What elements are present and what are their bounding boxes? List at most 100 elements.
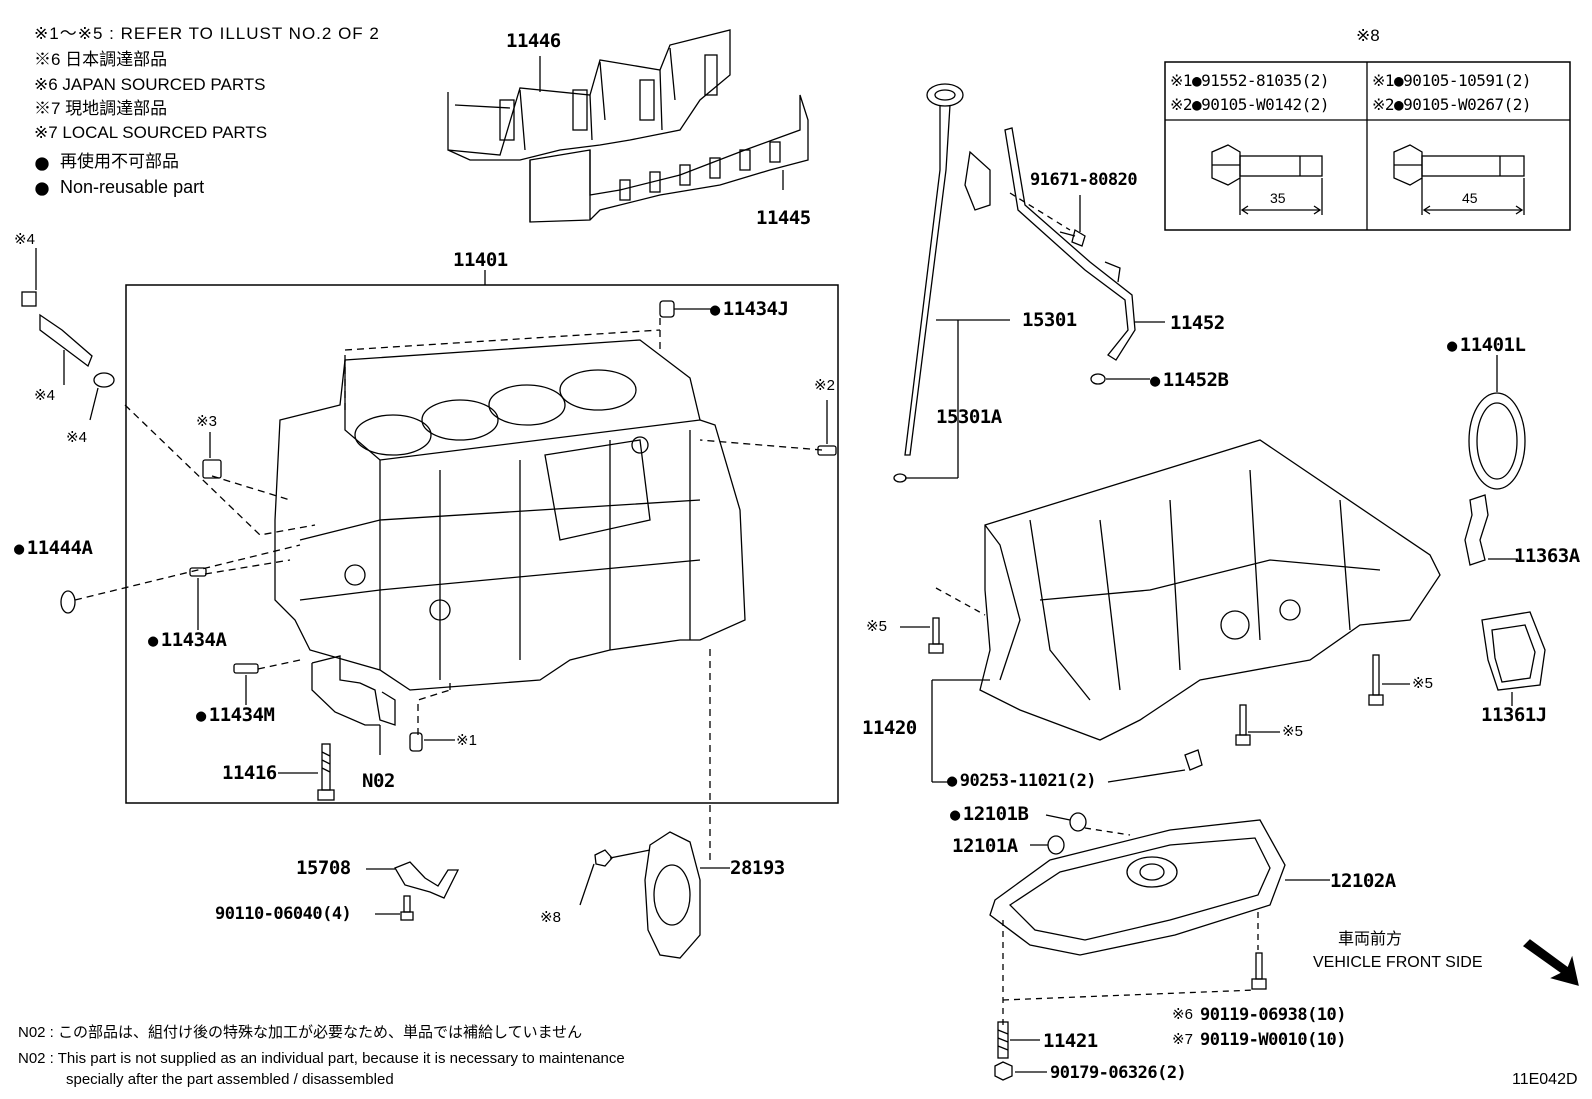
ref-1: ※1 bbox=[456, 732, 477, 749]
part-12101B[interactable]: 12101B bbox=[950, 803, 1029, 826]
legend-nonreuse-en: Non-reusable part bbox=[60, 177, 205, 197]
legend-nonreuse-jp: 再使用不可部品 bbox=[60, 152, 179, 171]
cylinder-block-frame bbox=[125, 284, 839, 804]
ref-7: ※7 bbox=[1172, 1031, 1193, 1048]
dipstick-guide-11452 bbox=[964, 127, 1136, 361]
part-11452B[interactable]: 11452B bbox=[1150, 369, 1229, 392]
part-28193[interactable]: 28193 bbox=[730, 857, 785, 879]
plate-28193 bbox=[644, 831, 701, 959]
legend-jp7: ※7 現地調達部品 bbox=[34, 99, 168, 118]
legend-jp6: ※6 日本調達部品 bbox=[34, 50, 168, 69]
part-11401[interactable]: 11401 bbox=[453, 249, 508, 271]
part-11363A[interactable]: 11363A bbox=[1514, 545, 1580, 567]
oil-jet-assembly bbox=[21, 291, 115, 388]
part-11452[interactable]: 11452 bbox=[1170, 312, 1225, 334]
part-11416[interactable]: 11416 bbox=[222, 762, 277, 784]
gasket-11361J bbox=[1481, 611, 1546, 691]
oil-pan-lower-12102A bbox=[989, 819, 1286, 956]
ref-2: ※2 bbox=[814, 377, 835, 394]
table-right-row1: ※1●90105-10591(2) bbox=[1372, 71, 1532, 90]
insulator-11445 bbox=[529, 94, 809, 223]
nut-90179 bbox=[994, 1061, 1013, 1081]
gasket-12101B bbox=[1069, 812, 1087, 832]
part-11444A[interactable]: 11444A bbox=[14, 537, 93, 560]
bolt-length-left: 35 bbox=[1270, 190, 1286, 206]
legend-en6: ※6 JAPAN SOURCED PARTS bbox=[34, 75, 266, 94]
part-15301[interactable]: 15301 bbox=[1022, 309, 1077, 331]
bolt-table bbox=[1164, 61, 1571, 231]
plug-n3 bbox=[202, 459, 222, 479]
ref-3: ※3 bbox=[196, 413, 217, 430]
dowel-n1 bbox=[409, 732, 423, 752]
part-15301A[interactable]: 15301A bbox=[936, 406, 1002, 428]
drain-plug-12101A bbox=[1047, 835, 1065, 855]
part-N02[interactable]: N02 bbox=[362, 770, 395, 792]
pin-n2 bbox=[817, 445, 837, 456]
oil-dipstick-15301 bbox=[904, 83, 964, 456]
part-12101A[interactable]: 12101A bbox=[952, 835, 1018, 857]
dowel-11434A bbox=[189, 567, 207, 577]
note-n02-jp: N02 : この部品は、組付け後の特殊な加工が必要なため、単品では補給していませ… bbox=[18, 1024, 583, 1041]
bolt-45-illustration bbox=[1393, 144, 1525, 215]
part-12102A[interactable]: 12102A bbox=[1330, 870, 1396, 892]
ref-6: ※6 bbox=[1172, 1006, 1193, 1023]
table-left-row1: ※1●91552-81035(2) bbox=[1170, 71, 1330, 90]
legend-ref-note: ※1〜※5 : REFER TO ILLUST NO.2 OF 2 bbox=[34, 24, 380, 43]
oil-seal-11401L bbox=[1468, 392, 1526, 490]
ref-4c: ※4 bbox=[66, 429, 87, 446]
part-90119-06938[interactable]: 90119-06938(10) bbox=[1200, 1005, 1347, 1025]
retainer-11363A bbox=[1464, 494, 1489, 566]
bolt-90119 bbox=[1251, 952, 1267, 990]
part-11434M[interactable]: 11434M bbox=[196, 704, 275, 727]
ref-5b: ※5 bbox=[1412, 675, 1433, 692]
o-ring-11444A bbox=[60, 590, 76, 614]
vehicle-front-arrow bbox=[1522, 939, 1579, 986]
nonreuse-dot-icon bbox=[35, 157, 49, 171]
ref-5c: ※5 bbox=[1282, 723, 1303, 740]
part-90253[interactable]: 90253-11021(2) bbox=[947, 770, 1097, 792]
bolt-length-right: 45 bbox=[1462, 190, 1478, 206]
dowel-11434J bbox=[659, 300, 675, 318]
oil-pan-upper-11420 bbox=[979, 439, 1441, 741]
part-90179[interactable]: 90179-06326(2) bbox=[1050, 1063, 1187, 1083]
part-11446[interactable]: 11446 bbox=[506, 30, 561, 52]
part-11361J[interactable]: 11361J bbox=[1481, 704, 1547, 726]
note-n02-en2: specially after the part assembled / dis… bbox=[66, 1071, 394, 1088]
bolt-n5-right bbox=[1368, 654, 1384, 706]
table-title: ※8 bbox=[1356, 26, 1380, 45]
part-90119-W0010[interactable]: 90119-W0010(10) bbox=[1200, 1030, 1347, 1050]
ref-4b: ※4 bbox=[34, 387, 55, 404]
ref-5a: ※5 bbox=[866, 618, 887, 635]
part-15708[interactable]: 15708 bbox=[296, 857, 351, 879]
bolt-n5-left bbox=[928, 617, 944, 654]
bolt-35-illustration bbox=[1211, 144, 1323, 215]
bolt-n8 bbox=[594, 849, 651, 867]
bolt-90253 bbox=[1184, 749, 1203, 771]
bolt-11416 bbox=[317, 743, 335, 801]
bearing-cap-n02 bbox=[311, 655, 396, 726]
o-ring-11452B bbox=[1090, 373, 1106, 385]
legend-en7: ※7 LOCAL SOURCED PARTS bbox=[34, 123, 268, 142]
insulator-11446 bbox=[447, 29, 731, 161]
part-11434A[interactable]: 11434A bbox=[148, 629, 227, 652]
ref-4a: ※4 bbox=[14, 231, 35, 248]
dowel-11434M bbox=[233, 663, 259, 674]
vehicle-front-en: VEHICLE FRONT SIDE bbox=[1313, 954, 1483, 971]
bolt-n5-bottom bbox=[1235, 704, 1251, 746]
diagram-code: 11E042D bbox=[1512, 1071, 1578, 1088]
part-11445[interactable]: 11445 bbox=[756, 207, 811, 229]
note-n02-en1: N02 : This part is not supplied as an in… bbox=[18, 1050, 625, 1067]
bolt-91671 bbox=[1059, 228, 1086, 247]
ref-8: ※8 bbox=[540, 909, 561, 926]
part-11420[interactable]: 11420 bbox=[862, 717, 917, 739]
table-left-row2: ※2●90105-W0142(2) bbox=[1170, 95, 1330, 114]
bolt-90110 bbox=[400, 895, 414, 921]
part-11421[interactable]: 11421 bbox=[1043, 1030, 1098, 1052]
nonreuse-dot-icon bbox=[35, 182, 49, 196]
part-11434J[interactable]: 11434J bbox=[710, 298, 789, 321]
sensor-15708 bbox=[394, 861, 460, 899]
part-11401L[interactable]: 11401L bbox=[1447, 334, 1526, 357]
part-90110[interactable]: 90110-06040(4) bbox=[215, 904, 352, 924]
part-91671[interactable]: 91671-80820 bbox=[1030, 170, 1138, 190]
